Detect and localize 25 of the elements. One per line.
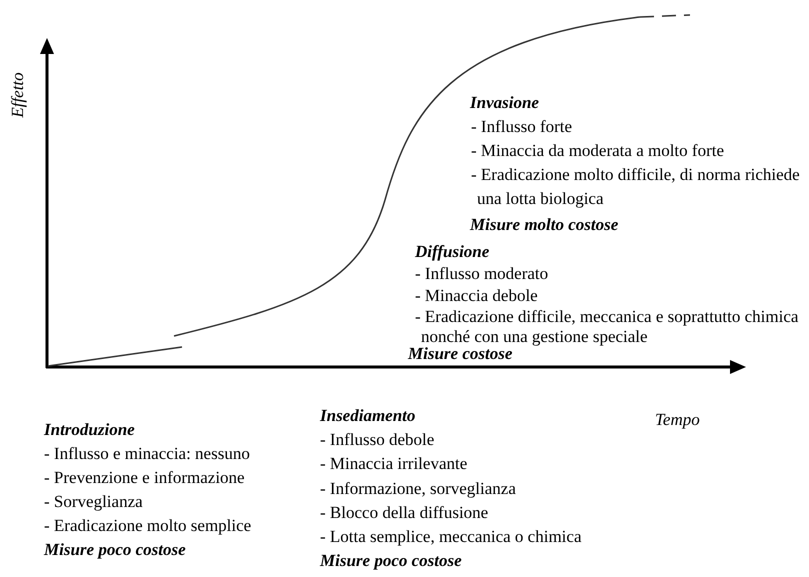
- stage-heading: Introduzione: [44, 419, 135, 441]
- bullet-text: - Eradicazione molto difficile, di norma richiede una lotta biologica: [471, 164, 801, 210]
- stage-heading: Insediamento: [320, 405, 416, 427]
- bullet-text: - Informazione, sorveglianza: [320, 478, 516, 500]
- bullet-text: - Lotta semplice, meccanica o chimica: [320, 526, 582, 548]
- bullet-text: - Minaccia da moderata a molto forte: [471, 140, 724, 162]
- bullet-text: - Influsso moderato: [415, 263, 548, 285]
- bullet-text: - Minaccia irrilevante: [320, 453, 468, 475]
- stage-heading: Misure poco costose: [44, 539, 186, 561]
- stage-heading: Misure poco costose: [320, 550, 462, 572]
- stage-heading: Diffusione: [415, 241, 490, 263]
- bullet-text: - Prevenzione e informazione: [44, 467, 245, 489]
- bullet-text: - Influsso debole: [320, 429, 434, 451]
- bullet-text: - Sorveglianza: [44, 491, 143, 513]
- stage-heading: Misure costose: [408, 344, 512, 364]
- bullet-text: - Eradicazione difficile, meccanica e soprattutto chimica nonché con una gestione speciale: [415, 307, 800, 347]
- bullet-text: - Minaccia debole: [415, 285, 538, 307]
- bullet-text: - Influsso e minaccia: nessuno: [44, 443, 250, 465]
- bullet-text: - Influsso forte: [471, 116, 572, 138]
- axis-label: Tempo: [655, 409, 700, 431]
- stage-heading: Misure molto costose: [470, 214, 618, 236]
- stage-heading: Invasione: [470, 92, 539, 114]
- bullet-text: - Blocco della diffusione: [320, 502, 488, 524]
- bullet-text: - Eradicazione molto semplice: [44, 515, 252, 537]
- axis-label: Effetto: [7, 72, 28, 118]
